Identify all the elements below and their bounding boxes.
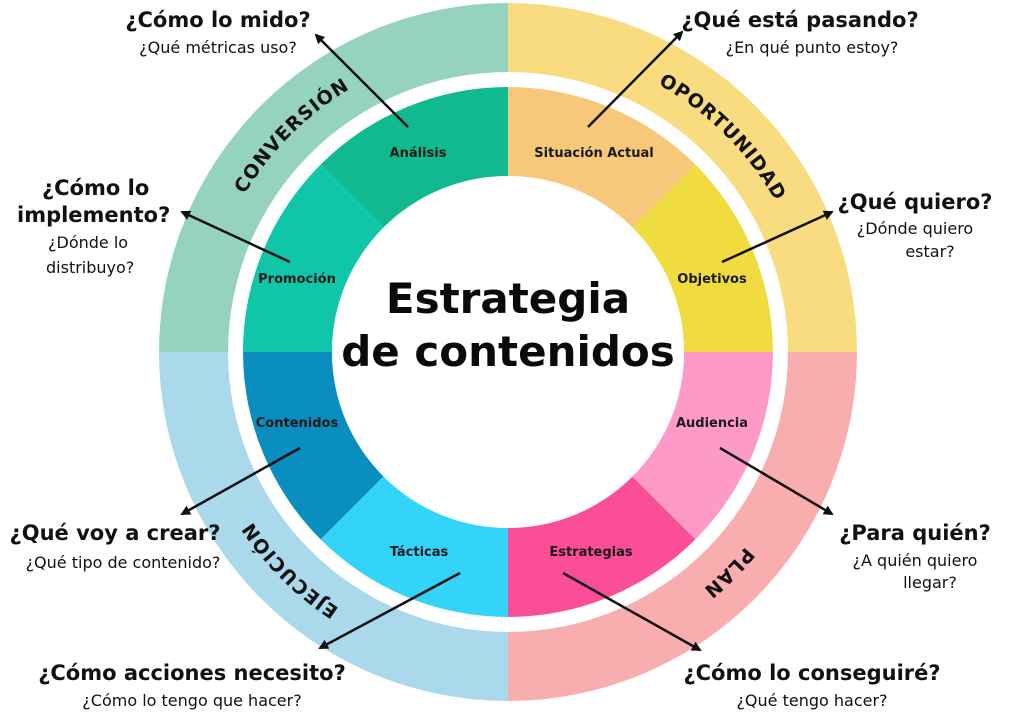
segment-sector-analisis [320,87,508,228]
question-contenidos: ¿Qué voy a crear? ¿Qué tipo de contenido… [10,521,221,572]
segment-sector-situacion-actual [508,87,696,228]
question-tacticas: ¿Cómo acciones necesito? ¿Cómo lo tengo … [38,661,346,710]
question-main: ¿Qué está pasando? [681,8,918,32]
question-sub: ¿Qué métricas uso? [139,38,297,57]
center-circle [332,176,684,528]
question-main: ¿Cómo lo conseguiré? [683,661,940,685]
segment-label-promocion: Promoción [258,272,336,287]
segment-label-contenidos: Contenidos [256,416,339,431]
segment-sector-tacticas [320,476,508,617]
question-objetivos: ¿Qué quiero? ¿Dónde quiero estar? [838,190,993,261]
segment-sector-objetivos [632,164,773,352]
segment-sector-contenidos [243,352,384,540]
diagram-title-line1: Estrategia [386,274,630,323]
question-audiencia: ¿Para quién? ¿A quién quiero llegar? [839,521,991,592]
segment-label-objetivos: Objetivos [677,272,747,287]
diagram-title-line2: de contenidos [341,327,675,376]
segment-sector-audiencia [632,352,773,540]
question-sub: ¿A quién quiero [853,551,978,570]
question-sub: llegar? [903,573,957,592]
arrow-contenidos [180,446,301,516]
phase-sector-conversion [159,3,508,352]
question-sub: ¿Dónde lo [48,233,128,252]
arrow-tacticas [318,571,461,650]
question-analisis: ¿Cómo lo mido? ¿Qué métricas uso? [125,8,310,57]
arrow-analisis [314,33,409,128]
phase-ring [159,3,857,701]
arrow-objetivos [721,210,834,264]
question-main: ¿Para quién? [839,521,991,545]
question-sub: ¿En qué punto estoy? [726,38,899,57]
segment-label-audiencia: Audiencia [676,416,748,431]
question-main: ¿Cómo lo [42,176,149,200]
question-sub: ¿Cómo lo tengo que hacer? [82,691,301,710]
arrow-situacion [587,30,684,128]
segment-sector-estrategias [508,476,696,617]
question-main: ¿Cómo lo mido? [125,8,310,32]
segment-label-estrategias: Estrategias [549,545,633,560]
question-main: ¿Qué quiero? [838,190,993,214]
question-sub: ¿Qué tengo hacer? [736,691,887,710]
segment-label-situacion-actual: Situación Actual [534,146,653,161]
phase-sector-plan [508,352,857,701]
segment-label-tacticas: Tácticas [390,545,449,560]
arrow-audiencia [719,446,834,516]
arrow-promocion [180,210,291,264]
arrow-estrategias [562,571,702,652]
phase-sector-ejecucion [159,352,508,701]
question-sub: distribuyo? [46,258,134,277]
question-sub: ¿Dónde quiero [857,219,973,238]
question-main: ¿Qué voy a crear? [10,521,221,545]
question-sub: estar? [905,242,954,261]
question-estrategias: ¿Cómo lo conseguiré? ¿Qué tengo hacer? [683,661,940,710]
question-promocion: ¿Cómo lo implemento? ¿Dónde lo distribuy… [17,176,170,277]
question-main: implemento? [17,203,170,227]
question-situacion: ¿Qué está pasando? ¿En qué punto estoy? [681,8,918,57]
question-sub: ¿Qué tipo de contenido? [26,553,221,572]
segment-sector-promocion [243,164,384,352]
question-main: ¿Cómo acciones necesito? [38,661,346,685]
phase-sector-oportunidad [508,3,857,352]
segment-label-analisis: Análisis [390,146,447,161]
segment-ring [243,87,773,617]
